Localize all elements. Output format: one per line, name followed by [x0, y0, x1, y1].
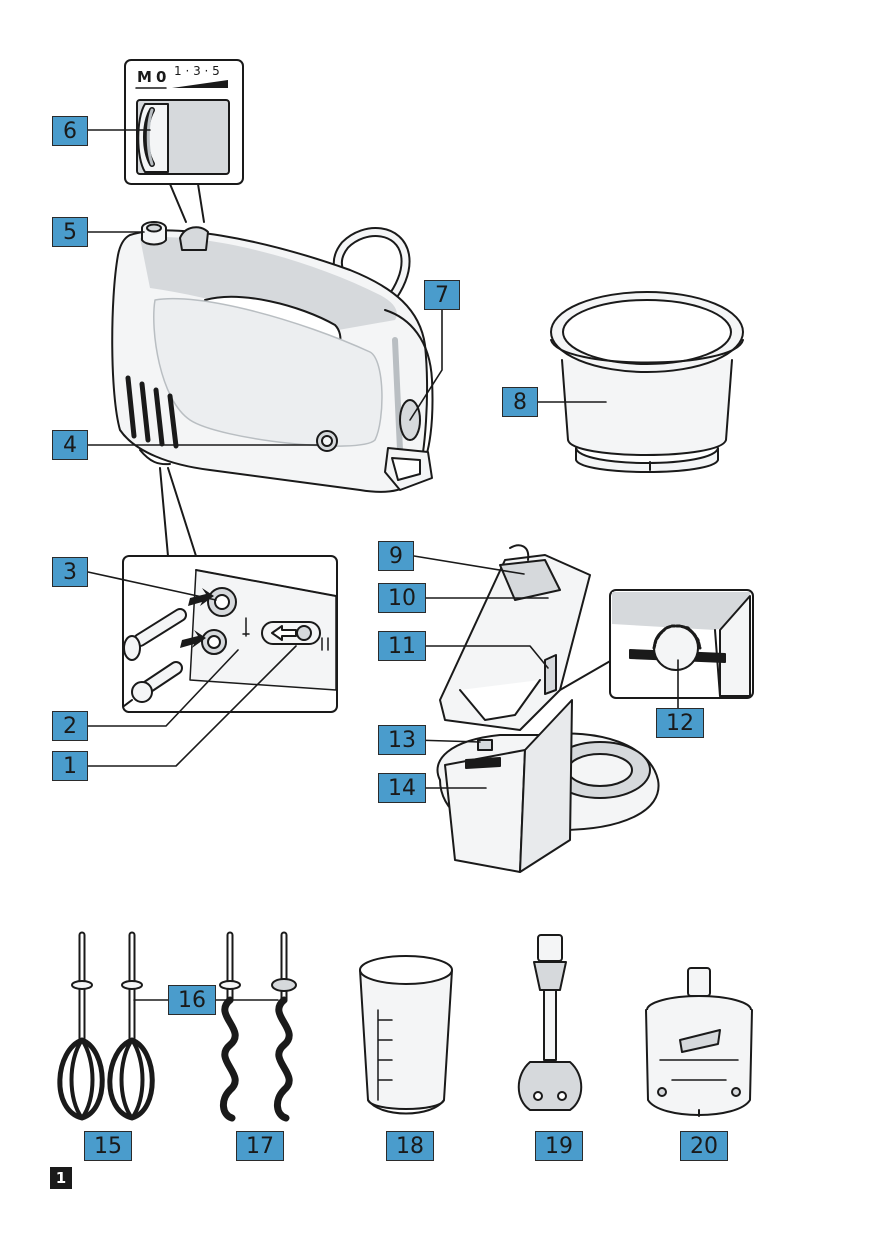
callout-18: 18 [386, 1131, 434, 1161]
callout-16: 16 [168, 985, 216, 1015]
dough-hooks [219, 931, 297, 1122]
whisk-beaters [57, 931, 155, 1121]
callout-1: 1 [52, 751, 88, 781]
speed-label-off: 0 [156, 68, 167, 86]
callout-9: 9 [378, 541, 414, 571]
food-chopper [645, 967, 753, 1117]
callout-12: 12 [656, 708, 704, 738]
callout-15: 15 [84, 1131, 132, 1161]
figure-number: 1 [50, 1167, 72, 1189]
hand-mixer [111, 221, 434, 557]
leader-lines [87, 129, 679, 1001]
blender-shaft [517, 934, 583, 1111]
mixing-bowl [550, 291, 744, 473]
callout-11: 11 [378, 631, 426, 661]
callout-17: 17 [236, 1131, 284, 1161]
callout-8: 8 [502, 387, 538, 417]
callout-4: 4 [52, 430, 88, 460]
speed-selector-inset [124, 59, 244, 223]
callout-19: 19 [535, 1131, 583, 1161]
speed-label-manual: M [137, 68, 152, 86]
gear-inset [609, 589, 754, 699]
speed-label-steps: 1 · 3 · 5 [174, 64, 220, 78]
callout-20: 20 [680, 1131, 728, 1161]
measuring-beaker [359, 955, 453, 1115]
callout-13: 13 [378, 725, 426, 755]
callout-14: 14 [378, 773, 426, 803]
socket-inset [122, 555, 338, 713]
callout-7: 7 [424, 280, 460, 310]
mixer-stand [436, 544, 660, 873]
callout-10: 10 [378, 583, 426, 613]
callout-6: 6 [52, 116, 88, 146]
callout-5: 5 [52, 217, 88, 247]
callout-3: 3 [52, 557, 88, 587]
callout-2: 2 [52, 711, 88, 741]
